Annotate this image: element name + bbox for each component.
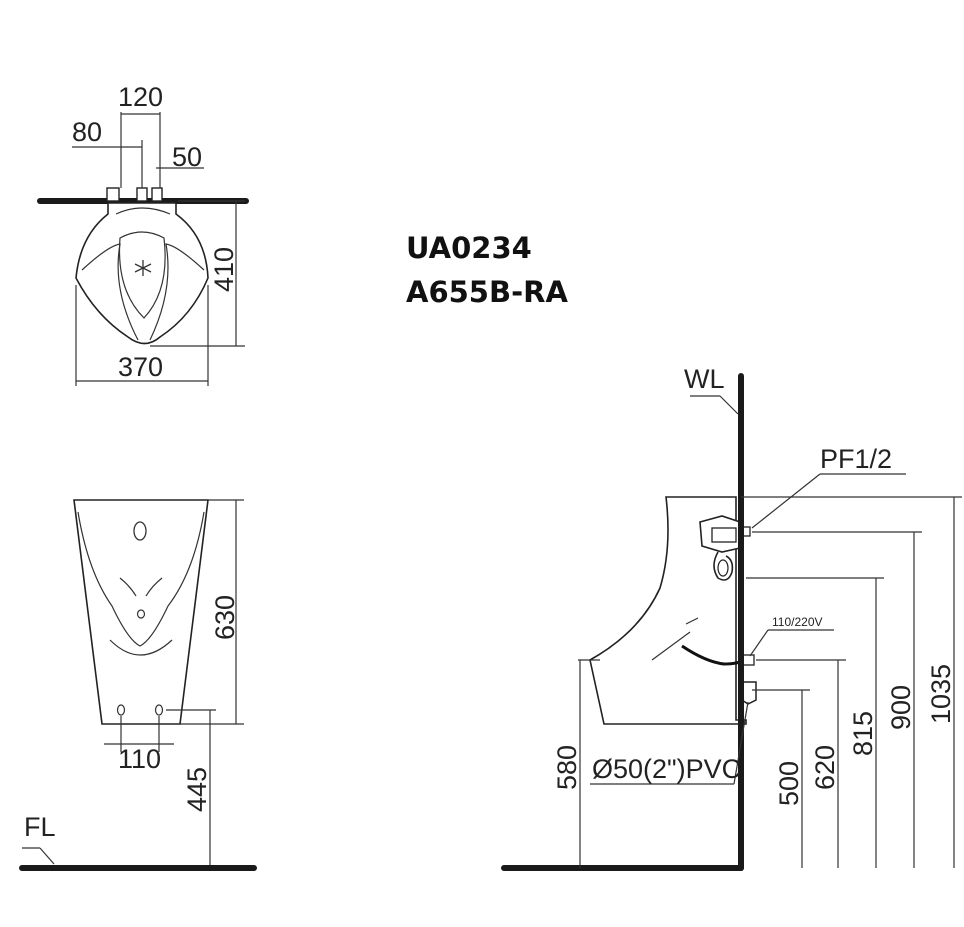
front-fix-hole-left xyxy=(116,704,126,716)
dim-630-label: 630 xyxy=(210,595,240,640)
dim-580-label: 580 xyxy=(552,745,582,790)
flush-valve-assembly xyxy=(699,515,751,581)
pvc-leader xyxy=(733,701,749,785)
outlet-label: Ø50(2")PVC xyxy=(592,754,741,784)
dim-1035-label: 1035 xyxy=(926,664,956,724)
inlet-label: PF1/2 xyxy=(820,444,892,474)
drain-star-icon xyxy=(134,260,152,276)
power-leader xyxy=(749,629,769,657)
side-inner-line xyxy=(651,631,691,661)
dim-80-label: 80 xyxy=(72,117,102,147)
model-code-2: A655B-RA xyxy=(406,275,568,309)
dim-410-label: 410 xyxy=(209,247,239,292)
model-titles: UA0234 A655B-RA xyxy=(406,231,568,309)
dim-900-label: 900 xyxy=(886,685,916,730)
stud-middle xyxy=(136,187,148,202)
front-inner-curve xyxy=(77,511,205,647)
stud-left xyxy=(106,187,120,202)
top-inner-right xyxy=(149,243,205,341)
dim-620-label: 620 xyxy=(810,745,840,790)
front-inner-bottom xyxy=(109,639,173,656)
top-rim-arc xyxy=(115,207,171,215)
front-drain-hole xyxy=(136,609,146,619)
front-spray-hole xyxy=(133,521,147,541)
pf-leader xyxy=(751,473,821,529)
power-label: 110/220V xyxy=(772,615,823,629)
wl-leader xyxy=(719,395,739,415)
front-fix-hole-right xyxy=(154,704,164,716)
dim-110-label: 110 xyxy=(118,744,161,774)
dim-500-label: 500 xyxy=(774,761,804,806)
fl-leader xyxy=(39,847,55,865)
side-view: WL PF1/2 110/220V Ø50(2")PVC 580 500 620… xyxy=(501,364,962,871)
side-body-outline xyxy=(589,496,747,725)
front-inner-left xyxy=(119,577,137,597)
top-view: 120 80 50 410 370 xyxy=(37,82,249,386)
dim-120-label: 120 xyxy=(118,82,163,112)
top-inner-bowl xyxy=(118,231,166,319)
top-bowl-outline xyxy=(75,202,209,345)
front-inner-right xyxy=(145,577,163,597)
dim-50-label: 50 xyxy=(172,142,202,172)
front-view: 630 110 445 FL xyxy=(19,499,257,871)
floor-label: FL xyxy=(24,812,56,842)
dim-445-label: 445 xyxy=(182,767,212,812)
side-inner-tick xyxy=(685,617,699,625)
stud-right xyxy=(151,187,163,202)
dim-370-label: 370 xyxy=(118,352,163,382)
model-code-1: UA0234 xyxy=(406,231,532,265)
drain-outlet-fitting xyxy=(741,681,757,705)
wall-label: WL xyxy=(684,364,725,394)
dim-815-label: 815 xyxy=(848,711,878,756)
